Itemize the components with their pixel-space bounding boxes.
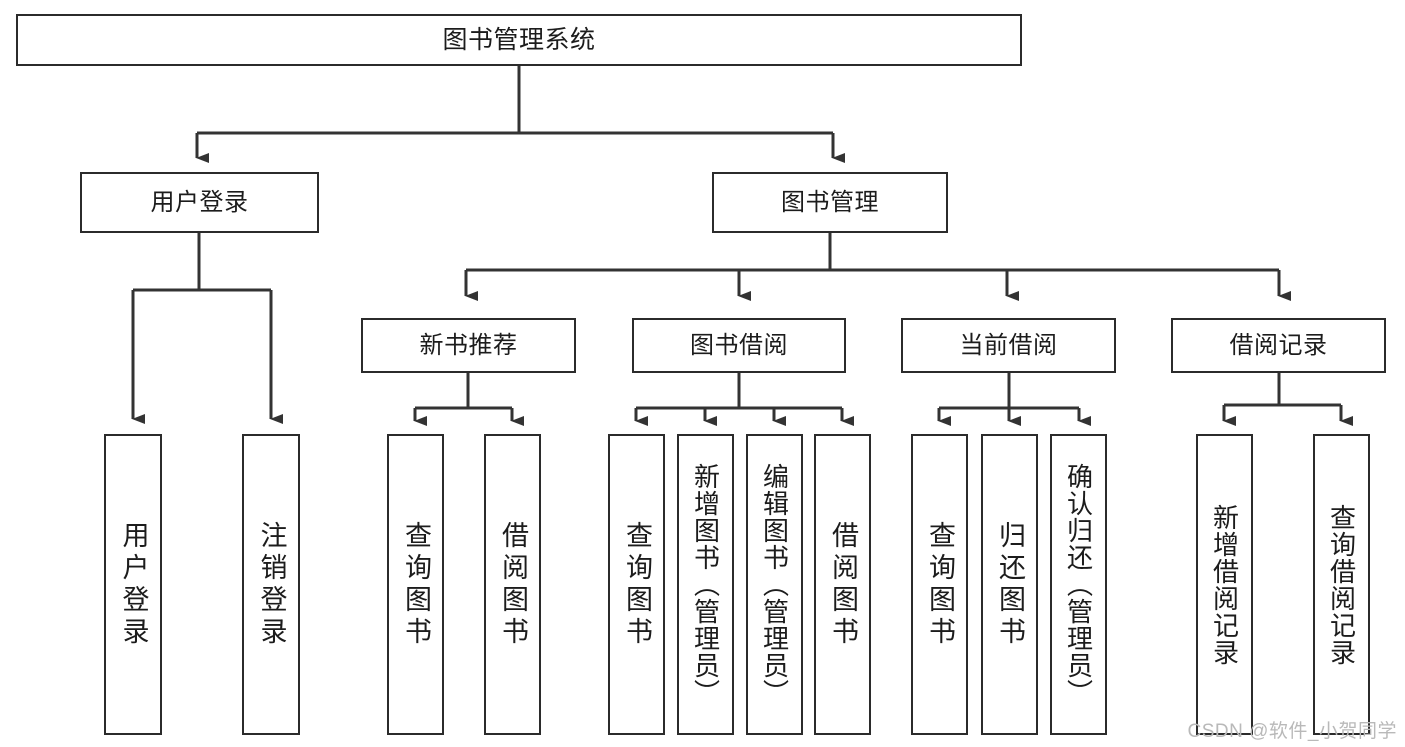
node-current-borrow-label: 当前借阅	[959, 331, 1058, 359]
node-book-borrow-label: 图书借阅	[690, 331, 788, 359]
node-new-book-rec[interactable]: 新书推荐	[361, 318, 576, 373]
node-leaf-logout[interactable]: 注销登录	[242, 434, 300, 735]
node-leaf-add-book[interactable]: 新增图书（管理员）	[677, 434, 734, 735]
node-leaf-borrow-book-2-label: 借阅图书	[828, 520, 858, 649]
node-current-borrow[interactable]: 当前借阅	[901, 318, 1116, 373]
node-book-manage[interactable]: 图书管理	[712, 172, 948, 233]
node-leaf-edit-book[interactable]: 编辑图书（管理员）	[746, 434, 803, 735]
node-user-login-label: 用户登录	[150, 188, 249, 216]
node-leaf-query-book-1-label: 查询图书	[401, 520, 431, 649]
node-leaf-confirm-return-label: 确认归还（管理员）	[1063, 463, 1094, 706]
node-borrow-record-label: 借阅记录	[1229, 331, 1328, 359]
node-leaf-logout-label: 注销登录	[256, 520, 287, 649]
node-leaf-return-book-label: 归还图书	[995, 520, 1025, 649]
node-leaf-add-record[interactable]: 新增借阅记录	[1196, 434, 1253, 735]
node-root-label: 图书管理系统	[442, 25, 596, 54]
node-leaf-query-book-2-label: 查询图书	[622, 520, 652, 649]
node-book-borrow[interactable]: 图书借阅	[632, 318, 846, 373]
node-book-manage-label: 图书管理	[781, 188, 879, 216]
node-leaf-user-login[interactable]: 用户登录	[104, 434, 162, 735]
node-root[interactable]: 图书管理系统	[16, 14, 1022, 66]
node-leaf-confirm-return[interactable]: 确认归还（管理员）	[1050, 434, 1107, 735]
node-leaf-edit-book-label: 编辑图书（管理员）	[759, 463, 790, 706]
node-leaf-query-book-2[interactable]: 查询图书	[608, 434, 665, 735]
node-leaf-query-book-3-label: 查询图书	[925, 520, 955, 649]
node-leaf-borrow-book-2[interactable]: 借阅图书	[814, 434, 871, 735]
node-leaf-query-record[interactable]: 查询借阅记录	[1313, 434, 1370, 735]
node-leaf-return-book[interactable]: 归还图书	[981, 434, 1038, 735]
node-leaf-query-book-1[interactable]: 查询图书	[387, 434, 444, 735]
node-leaf-query-record-label: 查询借阅记录	[1326, 503, 1357, 666]
node-leaf-add-book-label: 新增图书（管理员）	[690, 463, 721, 706]
watermark-text: CSDN @软件_小贺同学	[1187, 721, 1397, 742]
node-leaf-borrow-book-1-label: 借阅图书	[498, 520, 528, 649]
node-leaf-add-record-label: 新增借阅记录	[1209, 503, 1240, 666]
node-leaf-borrow-book-1[interactable]: 借阅图书	[484, 434, 541, 735]
node-leaf-user-login-label: 用户登录	[118, 520, 149, 649]
node-user-login[interactable]: 用户登录	[80, 172, 319, 233]
node-borrow-record[interactable]: 借阅记录	[1171, 318, 1386, 373]
node-leaf-query-book-3[interactable]: 查询图书	[911, 434, 968, 735]
node-new-book-rec-label: 新书推荐	[419, 331, 518, 359]
